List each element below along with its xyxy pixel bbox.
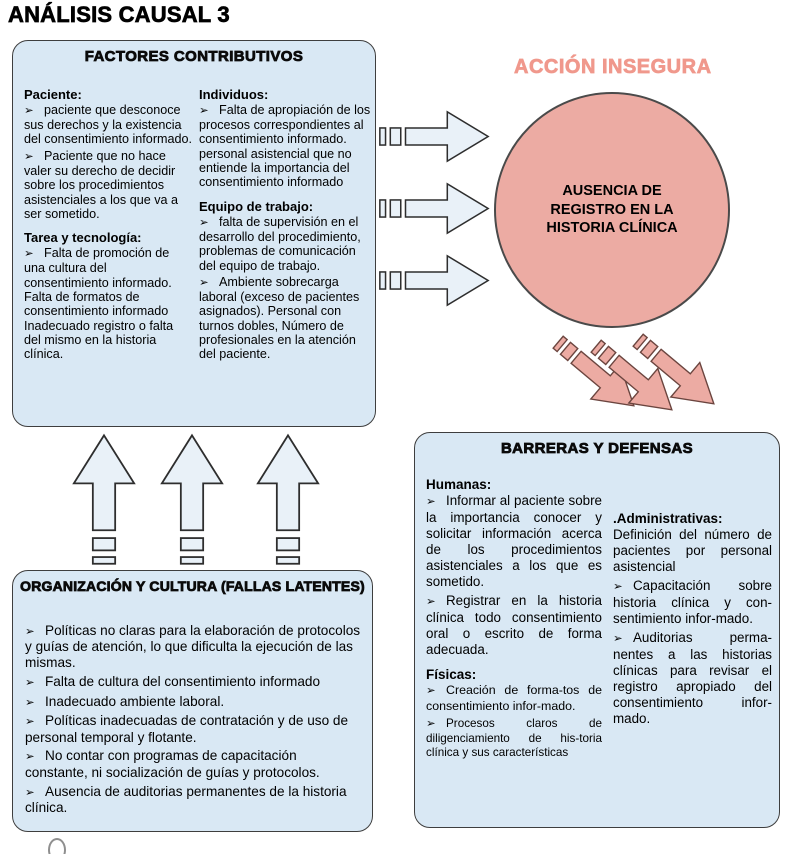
circle-text: AUSENCIA DE REGISTRO EN LA HISTORIA CLÍN…: [546, 182, 678, 237]
organizacion-list: ➢Políticas no claras para la elaboración…: [25, 623, 363, 819]
list-item: ➢Políticas inadecuadas de contratación y…: [25, 713, 363, 745]
bullet-icon: ➢: [24, 150, 34, 163]
bullet-icon: ➢: [25, 716, 35, 729]
item-text: Políticas no claras para la elaboración …: [25, 623, 361, 671]
list-item: ➢Registrar en la historia clínica todo c…: [426, 593, 602, 658]
list-item: ➢ Inadecuado ambiente laboral.: [25, 694, 363, 710]
paciente-heading: Paciente:: [24, 87, 82, 102]
organizacion-cultura-box: ORGANIZACIÓN Y CULTURA (FALLAS LATENTES)…: [12, 570, 373, 832]
humanas-heading: Humanas:: [426, 477, 492, 492]
barreras-header: BARRERAS Y DEFENSAS: [500, 440, 694, 458]
list-item: ➢Políticas no claras para la elaboración…: [25, 623, 363, 671]
barreras-defensas-box: BARRERAS Y DEFENSAS Humanas: ➢Informar a…: [414, 432, 780, 828]
list-item: ➢falta de supervisión en el desarrollo d…: [199, 215, 371, 273]
list-item: ➢Auditorias perma-nentes a las historias…: [613, 630, 772, 727]
factores-contributivos-box: FACTORES CONTRIBUTIVOS Paciente: ➢pacien…: [12, 40, 376, 427]
accion-insegura-label: ACCIÓN INSEGURA: [514, 56, 712, 79]
list-item: ➢ Falta de cultura del consentimiento inf…: [25, 674, 363, 690]
latent-failure-arrow-up-icon: [160, 434, 224, 565]
bullet-icon: ➢: [199, 276, 209, 289]
bullet-icon: ➢: [199, 105, 209, 117]
item-text: Informar al paciente sobre la importanci…: [426, 493, 602, 590]
list-item: ➢No contar con programas de capacitación…: [25, 748, 363, 780]
bullet-icon: ➢: [24, 248, 34, 261]
list-item: ➢Procesos claros de diligenciamiento de …: [426, 717, 602, 760]
item-text: Falta de apropiación de los procesos cor…: [199, 103, 371, 190]
item-text: Paciente que no hace valer su derecho de…: [24, 148, 179, 221]
bullet-icon: ➢: [199, 216, 209, 229]
factores-column-left: Paciente: ➢paciente que desconoce sus de…: [24, 87, 192, 364]
page-title: ANÁLISIS CAUSAL 3: [8, 2, 230, 28]
organizacion-header: ORGANIZACIÓN Y CULTURA (FALLAS LATENTES): [20, 578, 365, 595]
bullet-icon: ➢: [613, 581, 623, 594]
bullet-icon: ➢: [426, 596, 436, 609]
bullet-icon: ➢: [25, 696, 35, 709]
list-item: ➢Ausencia de auditorias permanentes de l…: [25, 784, 363, 816]
bullet-icon: ➢: [25, 751, 35, 764]
factores-header: FACTORES CONTRIBUTIVOS: [84, 48, 304, 66]
decorative-corner-glyph-icon: [48, 838, 66, 854]
bullet-icon: ➢: [24, 105, 34, 117]
item-text: Inadecuado ambiente laboral.: [45, 693, 225, 709]
accion-insegura-circle: AUSENCIA DE REGISTRO EN LA HISTORIA CLÍN…: [494, 92, 730, 328]
fisicas-heading: Físicas:: [426, 667, 477, 683]
cause-arrow-right-icon: [379, 255, 489, 306]
equipo-heading: Equipo de trabajo:: [199, 198, 314, 214]
factores-column-right: Individuos: ➢Falta de apropiación de los…: [199, 87, 371, 364]
cause-arrow-right-icon: [379, 111, 489, 162]
list-item: ➢Capacitación sobre historia clínica y c…: [613, 578, 772, 627]
latent-failure-arrow-up-icon: [256, 434, 320, 565]
item-text: Falta de cultura del consentimiento info…: [45, 674, 321, 690]
item-text: No contar con programas de capacitación …: [25, 748, 320, 780]
item-text: Políticas inadecuadas de contratación y …: [25, 713, 349, 745]
item-text: Creación de forma-tos de consentimiento …: [426, 683, 602, 714]
item-text: Falta de promoción de una cultura del co…: [24, 246, 174, 362]
bullet-icon: ➢: [25, 626, 35, 638]
item-text: Ausencia de auditorias permanentes de la…: [25, 783, 347, 816]
item-text: falta de supervisión en el desarrollo de…: [199, 214, 361, 273]
list-item: ➢Creación de forma-tos de consentimiento…: [426, 683, 602, 714]
item-text: paciente que desconoce sus derechos y la…: [24, 103, 193, 147]
item-text: Ambiente sobrecarga laboral (exceso de p…: [199, 274, 360, 362]
list-item: ➢Falta de promoción de una cultura del c…: [24, 246, 192, 362]
cause-arrow-right-icon: [379, 183, 489, 234]
bullet-icon: ➢: [426, 717, 436, 730]
list-item: ➢Informar al paciente sobre la importanc…: [426, 493, 602, 590]
item-text: Procesos claros de diligenciamiento de h…: [426, 716, 602, 759]
item-text: Registrar en la historia clínica todo co…: [426, 593, 602, 658]
bullet-icon: ➢: [426, 685, 436, 698]
latent-failure-arrow-up-icon: [72, 434, 136, 565]
tarea-heading: Tarea y tecnología:: [24, 230, 142, 246]
list-item: ➢Ambiente sobrecarga laboral (exceso de …: [199, 275, 371, 362]
barreras-column-left: Humanas: ➢Informar al paciente sobre la …: [426, 477, 602, 763]
list-item: ➢Falta de apropiación de los procesos co…: [199, 103, 371, 190]
item-text: Auditorias perma-nentes a las historias …: [613, 630, 772, 727]
list-item: ➢paciente que desconoce sus derechos y l…: [24, 103, 192, 147]
barreras-column-right: .Administrativas: Definición del número …: [613, 511, 772, 730]
bullet-icon: ➢: [426, 496, 436, 508]
administrativas-heading: .Administrativas:: [613, 511, 723, 526]
bullet-icon: ➢: [25, 677, 35, 690]
list-item: ➢Paciente que no hace valer su derecho d…: [24, 149, 192, 221]
bullet-icon: ➢: [613, 633, 623, 646]
item-text: Capacitación sobre historia clínica y co…: [613, 578, 772, 627]
administrativas-intro: Definición del número de pacientes por p…: [613, 527, 772, 575]
bullet-icon: ➢: [25, 786, 35, 799]
individuos-heading: Individuos:: [199, 87, 269, 102]
